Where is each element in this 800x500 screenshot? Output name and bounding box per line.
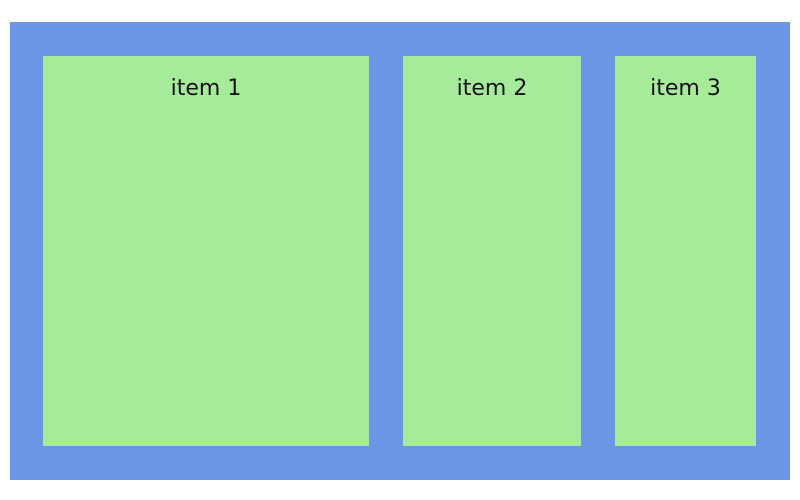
flex-item-3-label: item 3: [650, 76, 721, 101]
flex-item-1-label: item 1: [170, 76, 242, 101]
flex-container: item 1 item 2 item 3: [10, 22, 790, 480]
flex-item-1: item 1: [43, 56, 369, 446]
flex-item-3: item 3: [615, 56, 756, 446]
flex-item-2: item 2: [403, 56, 581, 446]
flex-item-2-label: item 2: [456, 76, 528, 101]
